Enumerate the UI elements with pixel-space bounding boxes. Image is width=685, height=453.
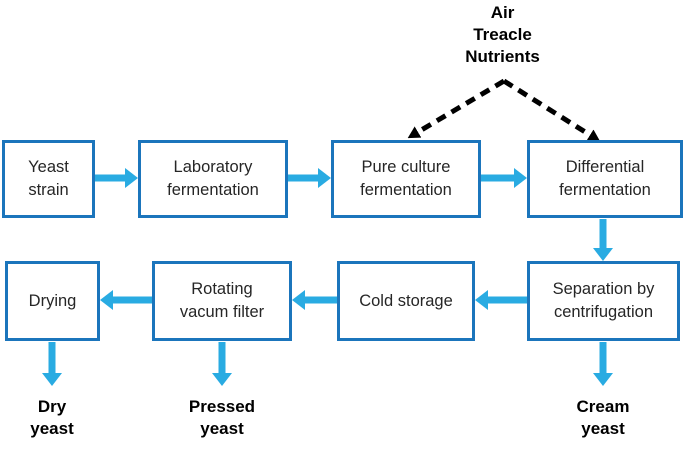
product-label-pressed-yeast: Pressed yeast <box>188 397 256 438</box>
node-differential-fermentation: Differential fermentation <box>527 140 683 218</box>
dashed-arrow-inputs-to-differential <box>502 78 601 142</box>
node-separation-by-centrifugation: Separation by centrifugation <box>527 261 680 341</box>
node-pure-culture-fermentation: Pure culture fermentation <box>331 140 481 218</box>
node-laboratory-fermentation: Laboratory fermentation <box>138 140 288 218</box>
dashed-arrow-inputs-to-pure-culture <box>407 78 506 139</box>
inputs-label: Air Treacle Nutrients <box>465 3 540 66</box>
node-drying: Drying <box>5 261 100 341</box>
node-rotating-vacum-filter: Rotating vacum filter <box>152 261 292 341</box>
product-label-dry-yeast: Dry yeast <box>30 397 74 438</box>
product-label-cream-yeast: Cream yeast <box>576 397 630 438</box>
node-yeast-strain: Yeast strain <box>2 140 95 218</box>
node-cold-storage: Cold storage <box>337 261 475 341</box>
